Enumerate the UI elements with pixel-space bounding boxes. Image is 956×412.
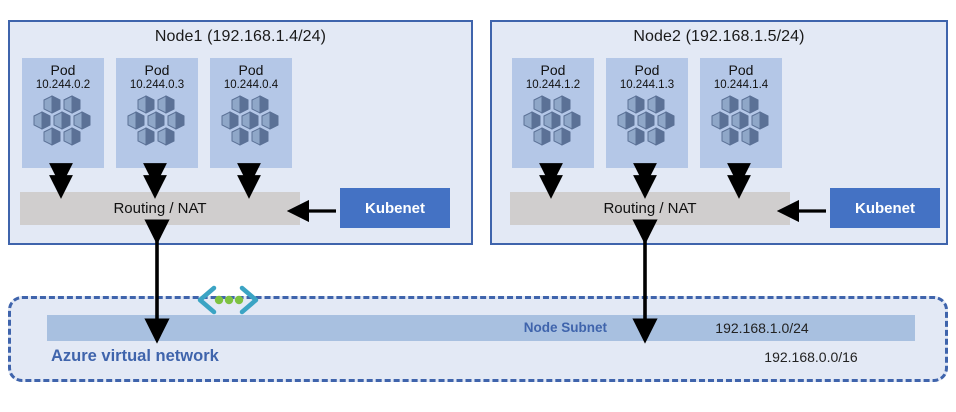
kubenet-label: Kubenet	[855, 199, 915, 217]
node-subnet-cidr: 192.168.1.0/24	[715, 320, 809, 336]
routing-nat-label: Routing / NAT	[113, 200, 207, 217]
pod-label: Pod	[238, 62, 264, 78]
node-subnet-bar: Node Subnet 192.168.1.0/24	[47, 315, 915, 341]
pod-label: Pod	[50, 62, 76, 78]
azure-virtual-network-box: Node Subnet 192.168.1.0/24 Azure virtual…	[8, 296, 948, 382]
pod-cluster-icon	[523, 95, 581, 146]
pod-cluster-icon	[711, 95, 769, 146]
pod-box-node1-2: Pod 10.244.0.4	[210, 58, 292, 168]
pod-cluster-icon	[617, 95, 675, 146]
pod-cluster-icon	[221, 95, 279, 146]
pod-ip: 10.244.1.2	[525, 79, 581, 91]
pod-box-node2-2: Pod 10.244.1.4	[700, 58, 782, 168]
node-container-node1: Node1 (192.168.1.4/24) Pod 10.244.0.2 Po…	[8, 20, 473, 245]
network-connector-icon	[197, 285, 259, 315]
routing-nat-bar-node2: Routing / NAT	[510, 192, 790, 225]
routing-nat-label: Routing / NAT	[603, 200, 697, 217]
pod-label: Pod	[728, 62, 754, 78]
pod-label: Pod	[634, 62, 660, 78]
pod-box-node1-0: Pod 10.244.0.2	[22, 58, 104, 168]
node-title-node1: Node1 (192.168.1.4/24)	[154, 28, 327, 45]
pod-cluster-icon	[127, 95, 185, 146]
pod-box-node1-1: Pod 10.244.0.3	[116, 58, 198, 168]
pod-label: Pod	[540, 62, 566, 78]
azure-virtual-network-label: Azure virtual network	[51, 347, 219, 365]
kubenet-label: Kubenet	[365, 199, 425, 217]
pod-label: Pod	[144, 62, 170, 78]
pod-ip: 10.244.0.2	[35, 79, 91, 91]
pod-ip: 10.244.0.4	[223, 79, 279, 91]
pod-cluster-icon	[33, 95, 91, 146]
kubenet-box-node1: Kubenet	[340, 188, 450, 228]
pod-ip: 10.244.1.4	[713, 79, 769, 91]
kubenet-box-node2: Kubenet	[830, 188, 940, 228]
node-container-node2: Node2 (192.168.1.5/24) Pod 10.244.1.2 Po…	[490, 20, 948, 245]
node-title-node2: Node2 (192.168.1.5/24)	[633, 28, 805, 45]
node-subnet-label: Node Subnet	[523, 320, 607, 335]
pod-ip: 10.244.0.3	[129, 79, 185, 91]
pod-ip: 10.244.1.3	[619, 79, 675, 91]
pod-box-node2-0: Pod 10.244.1.2	[512, 58, 594, 168]
pod-box-node2-1: Pod 10.244.1.3	[606, 58, 688, 168]
azure-virtual-network-cidr: 192.168.0.0/16	[764, 349, 858, 365]
routing-nat-bar-node1: Routing / NAT	[20, 192, 300, 225]
